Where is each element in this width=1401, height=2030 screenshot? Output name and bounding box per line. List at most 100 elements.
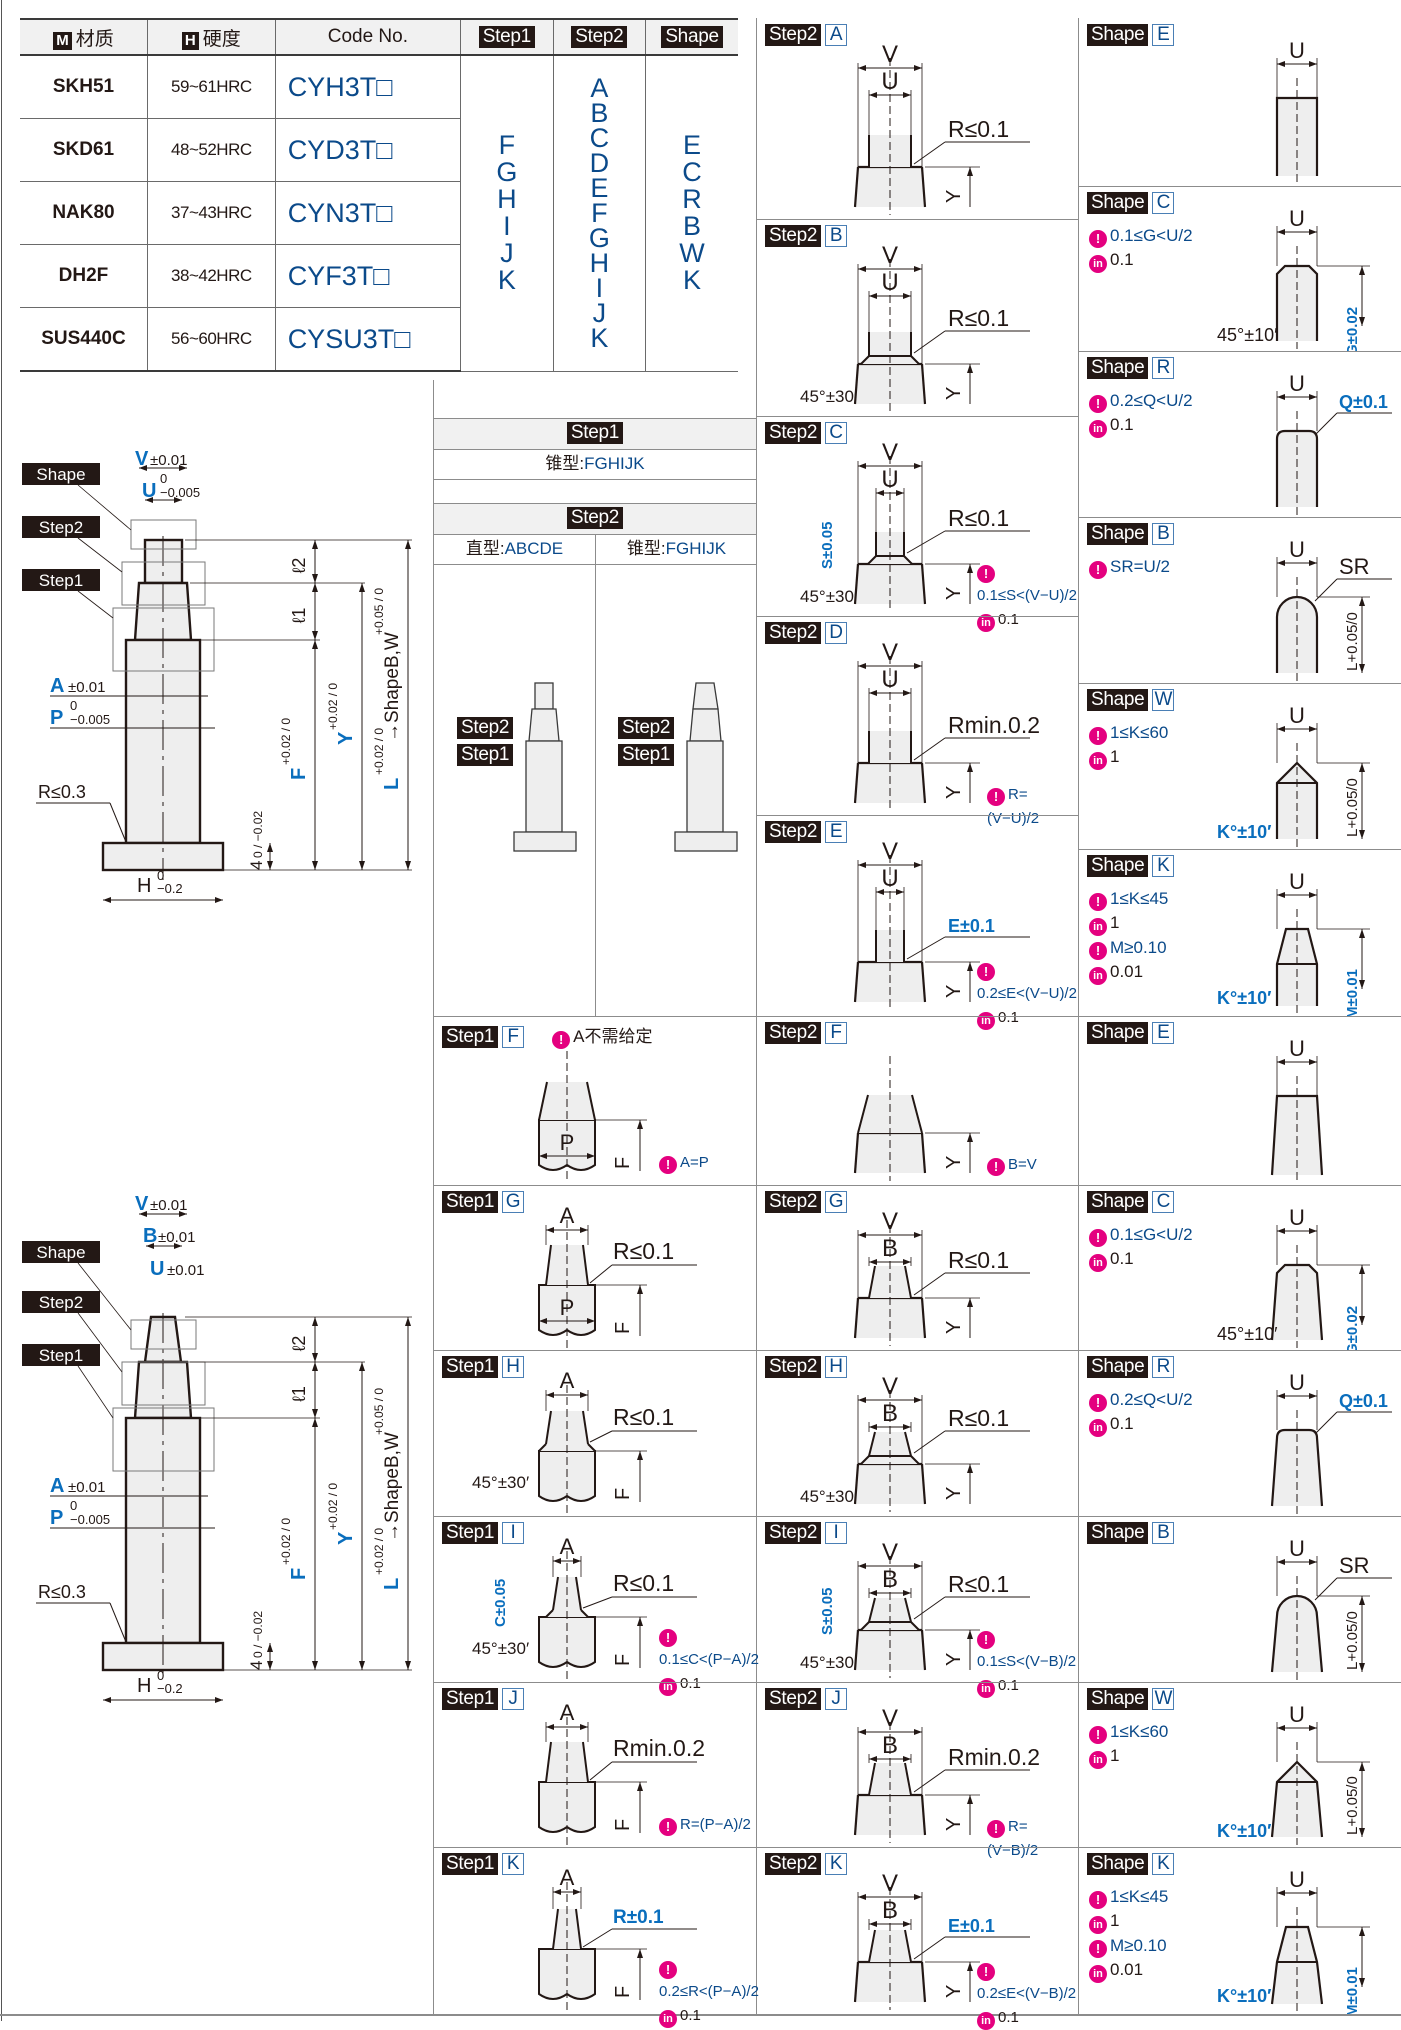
callout-label: R≤0.1 — [948, 305, 1009, 331]
arrow-head — [903, 1424, 911, 1430]
tip-edge — [904, 1265, 912, 1299]
dim-label-top: A — [560, 1534, 575, 1559]
cell-code-box: F — [825, 1022, 848, 1044]
shape-drawing: UK°±10′L+0.05/0 — [1217, 1702, 1370, 1845]
dim-v-tol: ±0.01 — [150, 452, 187, 469]
dim-label-top: A — [560, 1368, 575, 1393]
cell-tag: Step2 — [765, 1688, 822, 1710]
step2-drawing: VUR≤0.145°±30′Y — [800, 242, 1030, 412]
angle-label: K°±10′ — [1217, 822, 1271, 842]
code-cell[interactable]: CYSU3T□ — [274, 307, 461, 372]
row-divider — [1079, 849, 1401, 850]
dim-l: L — [381, 1578, 403, 1590]
arrow-head — [637, 1120, 643, 1129]
cell-tag: Shape — [1087, 523, 1149, 545]
caution-icon: ! — [1089, 1726, 1107, 1744]
leader-line — [1314, 1577, 1338, 1601]
tag-shape: Shape — [36, 465, 85, 484]
tip-fill — [1272, 1762, 1322, 1837]
axis-label: Y — [943, 786, 965, 799]
arrow-head — [1359, 1316, 1365, 1325]
cell-code-box: B — [1152, 523, 1175, 545]
arrow-head — [573, 1558, 581, 1564]
page-bottom-border — [0, 2014, 1401, 2016]
note-text: M≥0.10 — [1110, 1936, 1167, 1955]
axis-label: Y — [943, 1321, 965, 1334]
code-cell[interactable]: CYH3T□ — [274, 55, 461, 119]
overview-step1-types: 锥型:FGHIJK — [434, 449, 756, 480]
dim-label-u: U — [1289, 1536, 1305, 1561]
arrow-head — [637, 1782, 643, 1791]
cell-tag: Step2 — [765, 1522, 822, 1544]
code-cell[interactable]: CYD3T□ — [274, 118, 461, 182]
cell-tag: Shape — [1087, 855, 1149, 877]
angle-label: 45°±30′ — [800, 1653, 857, 1672]
code-cell[interactable]: CYN3T□ — [274, 181, 461, 245]
body-edge — [853, 1132, 860, 1174]
dim-h-tol-top: 0 — [157, 868, 164, 883]
note-text: 0.1 — [1110, 1414, 1134, 1433]
notes-block: !SR=U/2 — [1089, 555, 1170, 579]
arrow-head — [1359, 1828, 1365, 1837]
angle-label: 45°±30′ — [800, 387, 857, 406]
dim-h-tol-bot: −0.2 — [157, 1681, 183, 1696]
code-cell[interactable]: CYF3T□ — [274, 244, 461, 308]
arrow-head — [858, 266, 866, 272]
tip-edge — [911, 1094, 923, 1134]
cell-tag: Shape — [1087, 357, 1149, 379]
option-letter: H — [497, 184, 517, 215]
arrow-head — [359, 1661, 365, 1670]
callout-label: R≤0.1 — [613, 1238, 674, 1264]
side-dim-label: G±0.02 — [1344, 307, 1361, 351]
caution-icon: ! — [1089, 1229, 1107, 1247]
note-item: !0.2≤Q<U/2 — [1089, 1388, 1193, 1412]
arrow-head — [967, 1133, 973, 1142]
row-divider — [1079, 1516, 1401, 1517]
dim-label-inner: B — [882, 1235, 898, 1262]
option-letter: A — [590, 72, 609, 103]
dim-f: F — [288, 1568, 310, 1580]
note-text: 0.1 — [1110, 415, 1134, 434]
tag-step2-bg — [22, 1291, 100, 1313]
dim-label-u: U — [1289, 1867, 1305, 1892]
note-item: !0.1≤S<(V−B)/2 — [977, 1626, 1078, 1674]
callout-label: Rmin.0.2 — [613, 1735, 705, 1761]
